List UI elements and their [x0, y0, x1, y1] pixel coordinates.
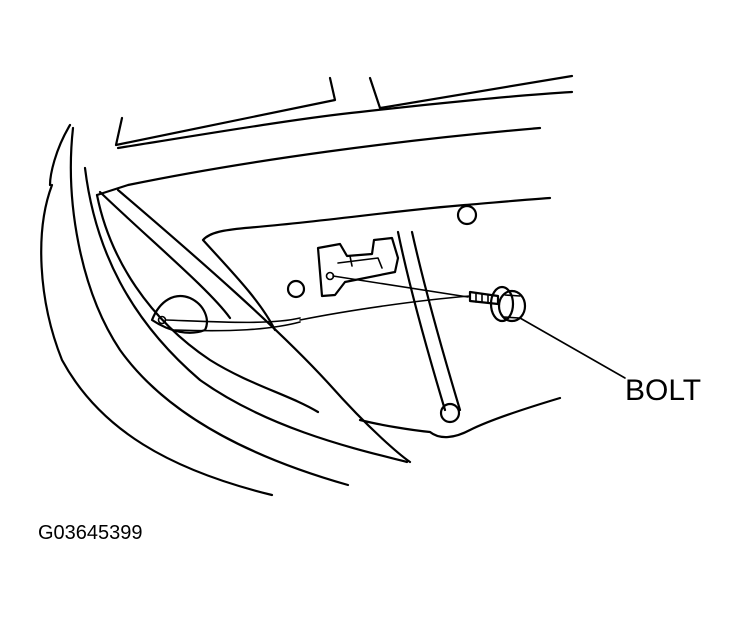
bolt-washer	[489, 285, 515, 323]
frame-top-right	[368, 74, 574, 110]
hinge-rod-lower	[174, 321, 301, 332]
outer-contour-2	[48, 123, 72, 187]
mounting-hole-left	[286, 279, 306, 299]
bolt-icon	[468, 285, 527, 323]
window-frame	[95, 74, 574, 464]
hinge-plate	[150, 294, 208, 334]
bolt-callout-label: BOLT	[625, 374, 701, 407]
outer-contour-1	[40, 183, 274, 497]
install-guide-line	[332, 275, 469, 298]
bracket-detail	[337, 255, 383, 269]
outer-contour-4	[83, 166, 409, 464]
outer-contour-5	[95, 193, 320, 414]
bolt-head-flats	[503, 294, 521, 319]
bolt-head	[497, 289, 527, 323]
hinge-rod-upper	[165, 317, 301, 324]
figure-code: G03645399	[38, 522, 143, 544]
mounting-hole-top	[456, 204, 478, 226]
callout-leader	[519, 317, 626, 379]
frame-edge-inner	[116, 90, 574, 150]
panel-outline	[201, 196, 562, 439]
frame-center-diagonal	[116, 188, 412, 464]
hinge-arm	[150, 294, 471, 334]
mounting-hole-bottom	[439, 402, 461, 424]
latch-bracket	[316, 236, 400, 298]
frame-edge-lower	[95, 126, 542, 197]
inner-panel	[201, 196, 562, 439]
bracket-outline	[316, 236, 400, 298]
body-contours	[40, 123, 409, 497]
bolt-threads	[475, 292, 489, 304]
frame-top-left	[114, 76, 337, 147]
frame-side-slope	[98, 190, 232, 320]
hinge-rod-extension	[299, 295, 471, 321]
panel-inner-edge	[396, 230, 447, 412]
outer-contour-3	[69, 126, 350, 487]
panel-inner-edge-2	[410, 230, 462, 412]
